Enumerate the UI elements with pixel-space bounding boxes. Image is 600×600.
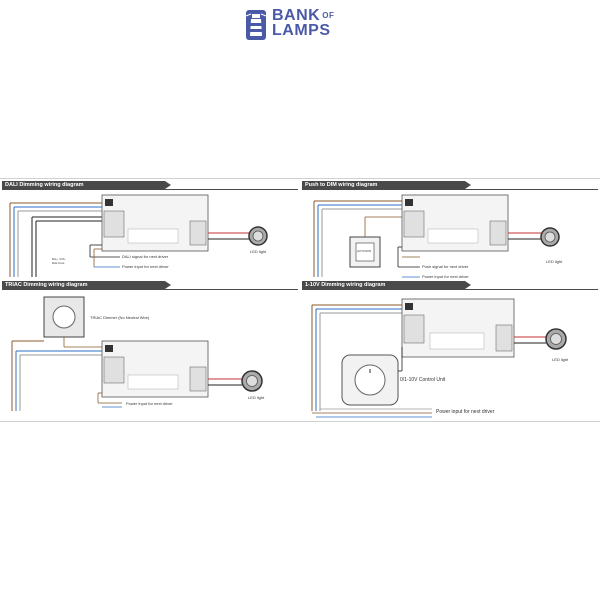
lighthouse-icon xyxy=(245,10,267,40)
brand-line2: LAMPS xyxy=(272,22,331,39)
panel-triac: TRIAC Dimming wiring diagram xyxy=(2,281,298,419)
push-output-wires xyxy=(508,232,542,240)
push-switch-label: ACTIVION xyxy=(357,249,372,253)
dali-led-light xyxy=(248,226,268,246)
triac-output-wires xyxy=(208,378,242,386)
push-mains-wires xyxy=(313,200,402,277)
panel-title-push-dim: Push to DIM wiring diagram xyxy=(302,181,471,189)
triac-mains-wires xyxy=(11,340,102,411)
dali-driver-box xyxy=(101,194,209,252)
v110-control-label: 0/1-10V Control Unit xyxy=(400,377,446,383)
dali-output-wires xyxy=(208,232,250,240)
v110-led-label: LED light xyxy=(552,357,569,362)
push-power-label: Power input for next driver xyxy=(422,274,469,279)
dali-next-driver-wires xyxy=(89,244,120,268)
dali-mains-wires xyxy=(9,202,102,277)
triac-dimmer xyxy=(43,296,102,348)
push-switch xyxy=(349,216,402,268)
panel-title-1-10v: 1-10V Dimming wiring diagram xyxy=(302,281,471,289)
panel-title-triac: TRIAC Dimming wiring diagram xyxy=(2,281,171,289)
v110-led-light xyxy=(545,328,567,350)
triac-dimmer-label: TRIAC Dimmer (No Neutral Wire) xyxy=(90,315,150,320)
panel-1-10v: 1-10V Dimming wiring diagram xyxy=(302,281,598,419)
panel-title-dali: DALI Dimming wiring diagram xyxy=(2,181,171,189)
push-next-driver-wires xyxy=(397,246,420,278)
dali-da-label: DA+ / DA- xyxy=(52,257,66,261)
v110-next-driver-wires xyxy=(312,408,432,418)
push-signal-label: Push signal for next driver xyxy=(422,264,469,269)
v110-diagram xyxy=(311,298,567,418)
triac-led-label: LED light xyxy=(248,395,265,400)
panel-push-dim: Push to DIM wiring diagram xyxy=(302,181,598,285)
triac-next-driver-wires xyxy=(97,392,122,408)
push-led-label: LED light xyxy=(546,259,563,264)
triac-led-light xyxy=(241,370,263,392)
v110-driver-box xyxy=(401,298,515,358)
triac-power-label: Power input for next driver xyxy=(126,401,173,406)
dali-bus-label: DALI bus xyxy=(52,261,65,265)
brand-line1: BANK xyxy=(272,7,321,24)
push-driver-box xyxy=(401,194,509,252)
dali-signal-label: DALI signal for next driver xyxy=(122,254,169,259)
push-led-light xyxy=(540,227,560,247)
panel-dali: DALI Dimming wiring diagram xyxy=(2,181,298,285)
dali-led-label: LED light xyxy=(250,249,267,254)
v110-mains-wires xyxy=(311,304,402,411)
brand-of: OF xyxy=(322,11,335,20)
wiring-sheet: DALI Dimming wiring diagram xyxy=(0,178,600,422)
triac-diagram xyxy=(11,296,263,411)
v110-output-wires xyxy=(514,336,546,344)
dali-diagram xyxy=(9,194,268,277)
push-dim-diagram xyxy=(313,194,560,278)
v110-control-unit xyxy=(341,347,403,406)
v110-power-label: Power input for next driver xyxy=(436,409,495,415)
dali-power-label: Power input for next driver xyxy=(122,264,169,269)
triac-driver-box xyxy=(101,340,209,398)
